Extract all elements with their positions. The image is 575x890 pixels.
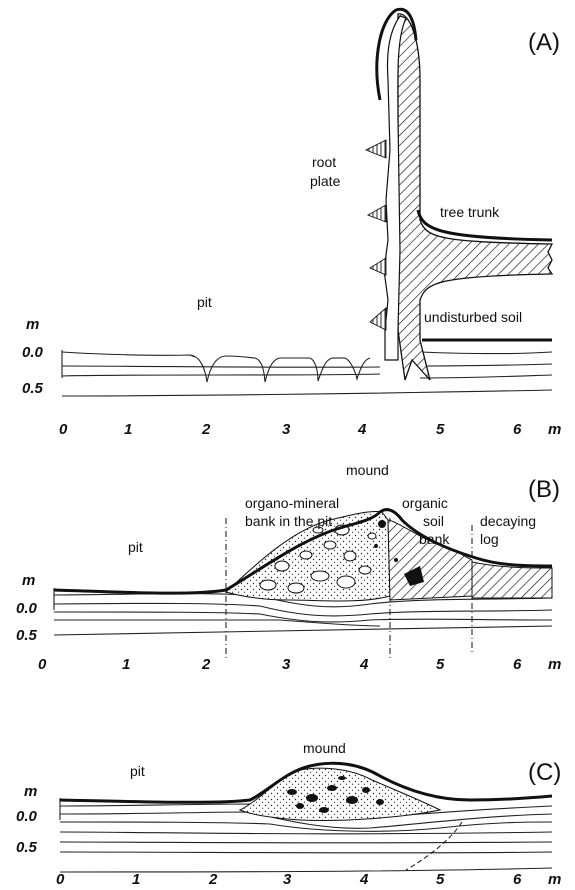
panel-a-x-tick-3: 3 <box>282 421 291 438</box>
root-hairs <box>366 140 386 330</box>
panel-a-label-pit: pit <box>197 294 212 310</box>
panel-b-label-organic-3: bank <box>419 531 450 547</box>
panel-c-x-unit: m <box>548 871 561 888</box>
panel-c-x-tick-5: 5 <box>436 871 445 888</box>
panel-b-x-ticks: 0 1 2 3 4 5 6 <box>38 656 522 673</box>
panel-b-y-tick-0: 0.0 <box>16 600 38 617</box>
panel-b-label-organic-1: organic <box>402 495 448 511</box>
panel-a-x-tick-6: 6 <box>513 421 522 438</box>
panel-c-x-tick-2: 2 <box>208 871 218 888</box>
panel-a-y-tick-1: 0.5 <box>22 380 44 397</box>
panel-a-x-tick-5: 5 <box>436 421 445 438</box>
panel-c-y-tick-1: 0.5 <box>16 839 38 856</box>
panel-b-label-mound: mound <box>346 462 389 478</box>
panel-c-x-tick-3: 3 <box>283 871 292 888</box>
panel-a: (A) <box>22 9 561 438</box>
panel-b-x-tick-0: 0 <box>38 656 47 673</box>
panel-b-x-tick-3: 3 <box>282 656 291 673</box>
panel-c-y-tick-0: 0.0 <box>16 808 38 825</box>
panel-b-x-tick-2: 2 <box>201 656 211 673</box>
panel-b-x-unit: m <box>548 656 561 673</box>
panel-b-label-decaying-2: log <box>480 531 499 547</box>
panel-b-label-pit: pit <box>128 539 143 555</box>
panel-c-letter: (C) <box>528 759 561 786</box>
panel-a-x-tick-2: 2 <box>201 421 211 438</box>
panel-a-x-tick-1: 1 <box>124 421 132 438</box>
panel-b-y-tick-1: 0.5 <box>16 627 38 644</box>
panel-a-y-tick-0: 0.0 <box>22 344 44 361</box>
panel-c-label-mound: mound <box>303 740 346 756</box>
panel-c-x-tick-4: 4 <box>359 871 369 888</box>
panel-c-x-ticks: 0 1 2 3 4 5 6 <box>56 871 522 888</box>
panel-c-x-tick-1: 1 <box>132 871 140 888</box>
panel-a-label-tree-trunk: tree trunk <box>440 204 500 220</box>
panel-b-letter: (B) <box>528 476 560 503</box>
panel-b: (B) <box>16 462 561 673</box>
panel-c-x-tick-0: 0 <box>56 871 65 888</box>
panel-a-label-undisturbed-soil: undisturbed soil <box>424 309 522 325</box>
panel-b-label-organo-mineral-1: organo-mineral <box>245 495 339 511</box>
panel-a-x-tick-0: 0 <box>59 421 68 438</box>
panel-a-x-unit: m <box>548 421 561 438</box>
panel-b-x-tick-1: 1 <box>122 656 130 673</box>
panel-a-x-ticks: 0 1 2 3 4 5 6 <box>59 421 522 438</box>
panel-c: (C) pit mound m 0.0 <box>16 740 561 888</box>
panel-b-label-organic-2: soil <box>423 513 444 529</box>
panel-c-x-tick-6: 6 <box>513 871 522 888</box>
panel-b-x-tick-5: 5 <box>436 656 445 673</box>
panel-c-mound-body <box>240 768 440 820</box>
panel-a-letter: (A) <box>528 29 560 56</box>
panel-b-y-unit: m <box>22 572 35 589</box>
panel-b-x-tick-6: 6 <box>513 656 522 673</box>
panel-c-y-unit: m <box>24 783 37 800</box>
panel-a-label-root: root <box>312 154 336 170</box>
panel-a-y-unit: m <box>26 316 39 333</box>
panel-c-label-pit: pit <box>130 763 145 779</box>
panel-a-label-plate: plate <box>310 173 341 189</box>
panel-b-x-tick-4: 4 <box>359 656 369 673</box>
panel-b-label-organo-mineral-2: bank in the pit <box>245 513 332 529</box>
panel-a-x-tick-4: 4 <box>357 421 367 438</box>
panel-b-label-decaying-1: decaying <box>480 513 536 529</box>
panel-a-soil-layers <box>62 350 552 396</box>
tree-trunk-shape <box>398 14 552 380</box>
